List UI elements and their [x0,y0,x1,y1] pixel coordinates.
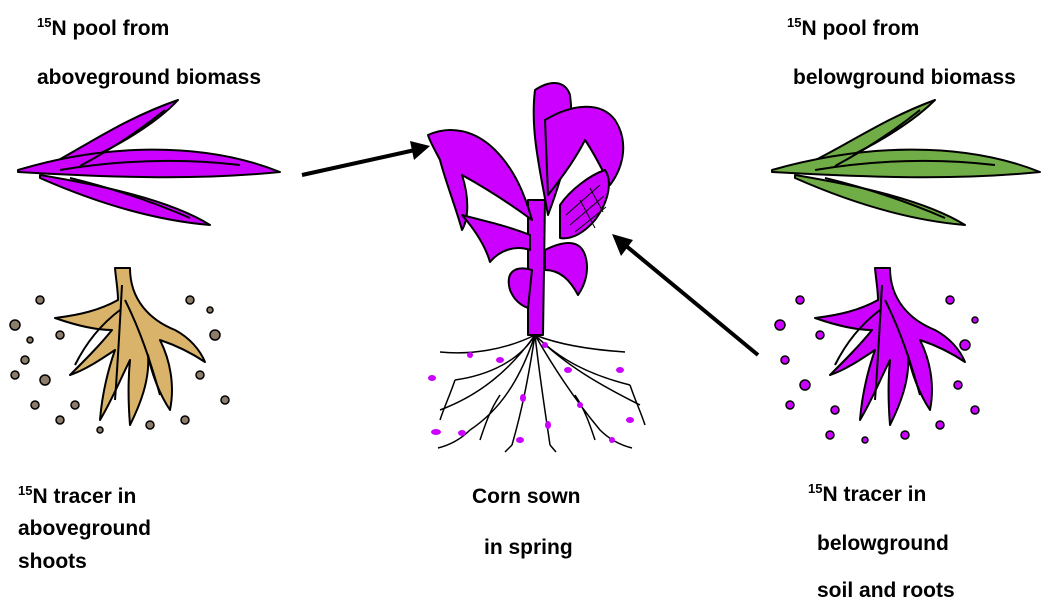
corn-leaf-mid-left [509,268,532,308]
left-caption-line1: 15N tracer in [18,486,136,507]
arrow-belowground-to-corn [612,234,758,355]
corn-leaf-lower-right [545,243,587,295]
left-leaf-lower-blade [40,175,210,225]
left-leaf [18,100,280,225]
center-caption-line2: in spring [484,537,573,558]
left-title-line1: 15N pool from [37,18,169,39]
right-caption-line2: belowground [817,533,949,554]
left-caption-line2: aboveground [18,518,151,539]
center-caption-line1: Corn sown [472,486,581,507]
right-roots [815,268,965,425]
corn-stalk [528,200,545,335]
corn-leaf-lower-left [462,215,530,262]
right-leaf-lower-blade [795,175,965,225]
corn-leaf-upper-left [428,130,532,230]
right-caption-line3: soil and roots [817,580,955,601]
arrow-aboveground-to-corn [302,141,430,175]
left-title-line2: aboveground biomass [37,67,261,88]
right-root-system [815,268,965,425]
right-title-line1: 15N pool from [787,18,919,39]
left-leaf-middle-blade [18,150,280,178]
left-caption-line3: shoots [18,551,87,572]
right-leaf [772,100,1040,225]
right-caption-line1: 15N tracer in [808,484,926,505]
right-title-line2: belowground biomass [793,67,1016,88]
corn-plant [428,83,623,335]
right-leaf-middle-blade [772,150,1040,178]
corn-cob [560,170,609,238]
